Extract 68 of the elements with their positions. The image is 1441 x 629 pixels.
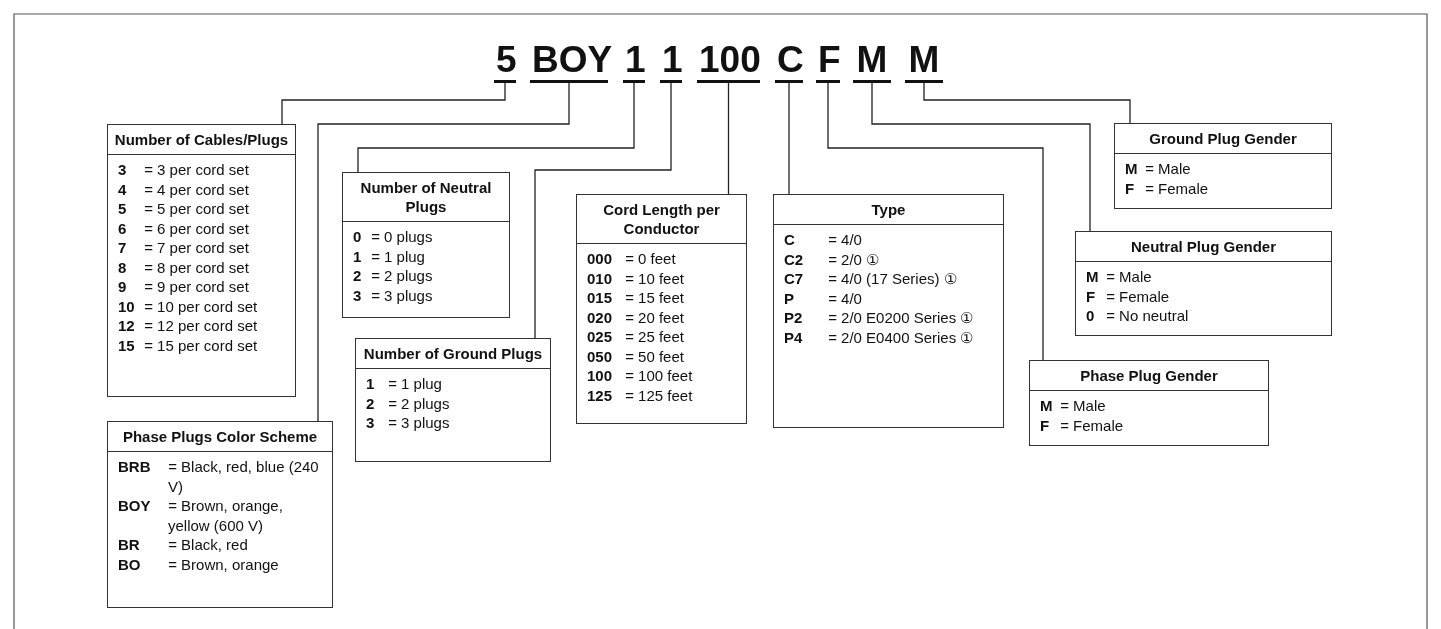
option-entry: M = Male bbox=[1086, 267, 1153, 287]
code-segment: C bbox=[775, 42, 803, 83]
table-heading: Number of Ground Plugs bbox=[356, 339, 550, 369]
option-table bbox=[1029, 360, 1269, 446]
option-table bbox=[576, 194, 747, 424]
table-heading: Number of Cables/Plugs bbox=[108, 125, 295, 155]
code-segment: 1 bbox=[660, 42, 682, 83]
option-entry: 15 = 15 per cord set bbox=[118, 335, 259, 355]
option-entry: 0 = No neutral bbox=[1086, 306, 1190, 326]
option-entry: 1 = 1 plug bbox=[366, 374, 443, 394]
option-entry: 125 = 125 feet bbox=[587, 385, 694, 405]
code-segment: M bbox=[853, 42, 891, 83]
option-entry: 0 = 0 plugs bbox=[353, 227, 434, 247]
option-table bbox=[107, 124, 296, 397]
option-entry: 1 = 1 plug bbox=[353, 246, 426, 266]
code-segment: M bbox=[905, 42, 943, 83]
table-heading: Neutral Plug Gender bbox=[1076, 232, 1331, 262]
option-entry: 9 = 9 per cord set bbox=[118, 277, 250, 297]
option-entry: M = Male bbox=[1125, 159, 1192, 179]
table-heading: Phase Plugs Color Scheme bbox=[108, 422, 332, 452]
option-entry: 050 = 50 feet bbox=[587, 346, 685, 366]
table-heading: Phase Plug Gender bbox=[1030, 361, 1268, 391]
option-table bbox=[773, 194, 1004, 428]
option-table bbox=[342, 172, 510, 318]
option-entry: 2 = 2 plugs bbox=[366, 393, 451, 413]
table-heading: Number of Neutral Plugs bbox=[343, 173, 509, 222]
code-segment: F bbox=[816, 42, 840, 83]
option-entry: 010 = 10 feet bbox=[587, 268, 685, 288]
option-entry: 5 = 5 per cord set bbox=[118, 199, 250, 219]
option-entry: 2 = 2 plugs bbox=[353, 266, 434, 286]
option-entry: 12 = 12 per cord set bbox=[118, 316, 259, 336]
option-entry: P = 4/0 bbox=[784, 288, 863, 308]
table-heading: Ground Plug Gender bbox=[1115, 124, 1331, 154]
option-entry: 000 = 0 feet bbox=[587, 249, 677, 269]
option-entry: 6 = 6 per cord set bbox=[118, 218, 250, 238]
option-entry: F = Female bbox=[1125, 178, 1210, 198]
option-entry: P2 = 2/0 E0200 Series ① bbox=[784, 308, 975, 328]
option-table bbox=[355, 338, 551, 462]
option-entry: 020 = 20 feet bbox=[587, 307, 685, 327]
option-entry: 3 = 3 plugs bbox=[366, 413, 451, 433]
code-segment: 5 bbox=[494, 42, 516, 83]
option-entry: F = Female bbox=[1040, 415, 1125, 435]
option-entry: 10 = 10 per cord set bbox=[118, 296, 259, 316]
option-entry: F = Female bbox=[1086, 286, 1171, 306]
option-table bbox=[107, 421, 333, 608]
option-entry: BOY = Brown, orange, yellow (600 V) bbox=[118, 496, 284, 535]
option-table bbox=[1114, 123, 1332, 209]
option-entry: 100 = 100 feet bbox=[587, 366, 694, 386]
table-heading: Cord Length per Conductor bbox=[577, 195, 746, 244]
option-entry: C2 = 2/0 ① bbox=[784, 249, 881, 269]
option-entry: 025 = 25 feet bbox=[587, 327, 685, 347]
option-entry: 8 = 8 per cord set bbox=[118, 257, 250, 277]
option-entry: M = Male bbox=[1040, 396, 1107, 416]
code-segment: 1 bbox=[623, 42, 645, 83]
option-entry: P4 = 2/0 E0400 Series ① bbox=[784, 327, 975, 347]
option-entry: 3 = 3 plugs bbox=[353, 285, 434, 305]
option-entry: 7 = 7 per cord set bbox=[118, 238, 250, 258]
code-segment: 100 bbox=[697, 42, 760, 83]
option-entry: C7 = 4/0 (17 Series) ① bbox=[784, 269, 958, 289]
option-entry: 015 = 15 feet bbox=[587, 288, 685, 308]
option-entry: C = 4/0 bbox=[784, 230, 863, 250]
option-entry: 4 = 4 per cord set bbox=[118, 179, 250, 199]
option-table bbox=[1075, 231, 1332, 336]
option-entry: 3 = 3 per cord set bbox=[118, 160, 250, 180]
table-heading: Type bbox=[774, 195, 1003, 225]
option-entry: BO = Brown, orange bbox=[118, 554, 280, 574]
option-entry: BRB = Black, red, blue (240 V) bbox=[118, 457, 320, 496]
option-entry: BR = Black, red bbox=[118, 535, 249, 555]
